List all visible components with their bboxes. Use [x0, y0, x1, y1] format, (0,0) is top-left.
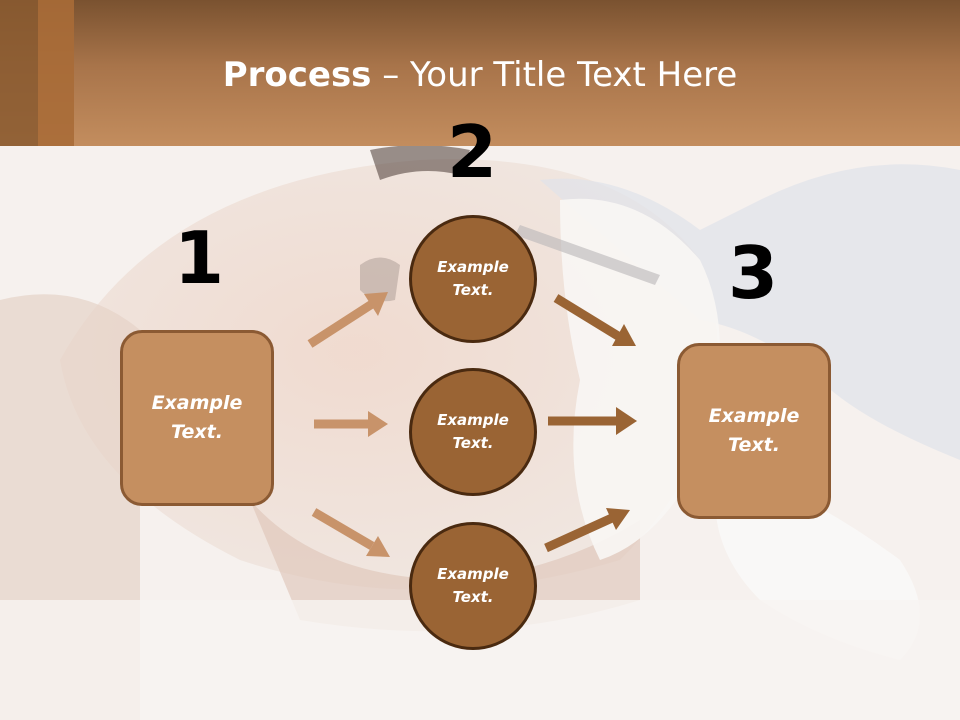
process-circle-bottom: Example Text.: [409, 522, 537, 650]
circle-label: Example Text.: [437, 258, 509, 299]
arrow-left-to-middle: [314, 411, 388, 437]
process-box-right: Example Text.: [677, 343, 831, 519]
slide-title: Process – Your Title Text Here: [0, 55, 960, 95]
arrow-left-to-top: [307, 292, 388, 348]
header-accent-strip: [38, 0, 74, 146]
step-number-2: 2: [446, 110, 498, 194]
title-bold: Process: [222, 55, 372, 95]
step-number-1: 1: [173, 216, 225, 300]
header-band: [0, 0, 960, 146]
step-number-3: 3: [727, 231, 779, 315]
circle-label: Example Text.: [437, 411, 509, 452]
arrow-left-to-bottom: [311, 508, 390, 557]
box-label: Example Text.: [151, 392, 243, 443]
box-label: Example Text.: [708, 405, 800, 456]
arrow-middle-to-right: [548, 407, 637, 435]
process-circle-middle: Example Text.: [409, 368, 537, 496]
circle-label: Example Text.: [437, 565, 509, 606]
title-rest: – Your Title Text Here: [371, 55, 738, 95]
process-circle-top: Example Text.: [409, 215, 537, 343]
arrow-bottom-to-right: [544, 508, 630, 553]
header-accent-strip: [0, 0, 38, 146]
process-box-left: Example Text.: [120, 330, 274, 506]
arrow-top-to-right: [553, 294, 636, 346]
